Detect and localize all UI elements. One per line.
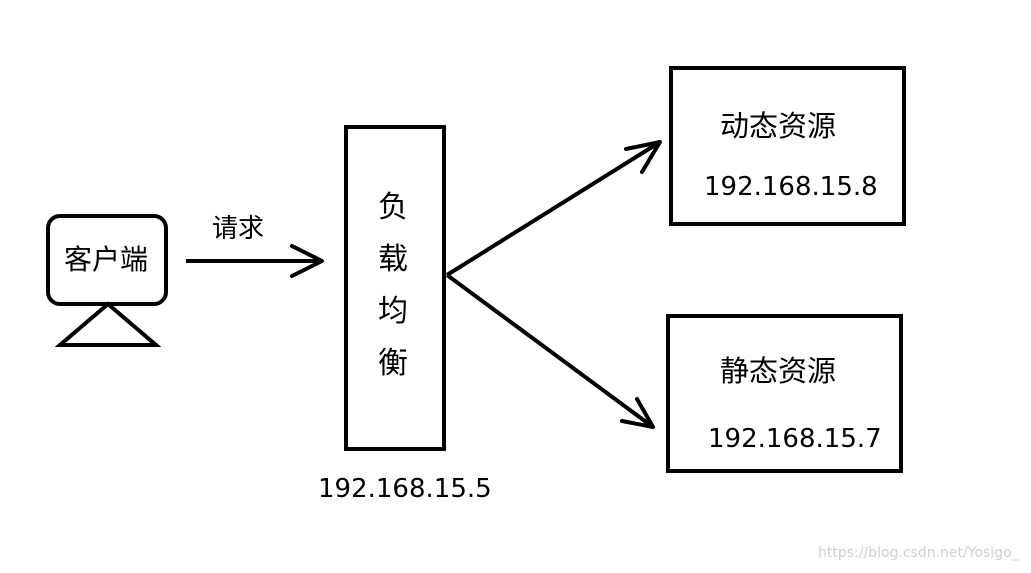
static-arrow-line xyxy=(445,273,655,429)
static-resource-title: 静态资源 xyxy=(720,354,837,388)
dynamic-resource-ip: 192.168.15.8 xyxy=(704,172,878,202)
static-arrow-head xyxy=(620,397,655,429)
load-balancer-char: 载 xyxy=(378,242,408,277)
load-balancer-char: 均 xyxy=(378,294,408,329)
request-arrow-head xyxy=(290,244,324,278)
dynamic-arrow-head xyxy=(624,140,662,174)
client-label: 客户端 xyxy=(64,243,149,276)
dynamic-resource-title: 动态资源 xyxy=(720,109,837,143)
load-balancer-char: 衡 xyxy=(378,346,408,381)
watermark: https://blog.csdn.net/Yosigo_ xyxy=(818,545,1019,561)
load-balancer-char: 负 xyxy=(378,190,408,225)
static-resource-ip: 192.168.15.7 xyxy=(708,424,882,454)
static-resource-box xyxy=(666,314,903,473)
load-balancer-ip: 192.168.15.5 xyxy=(318,474,492,504)
dynamic-resource-box xyxy=(669,66,906,226)
client-monitor-stand xyxy=(54,301,162,347)
dynamic-arrow-line xyxy=(445,140,662,277)
load-balancer-box xyxy=(344,125,446,451)
request-label: 请求 xyxy=(212,214,265,244)
